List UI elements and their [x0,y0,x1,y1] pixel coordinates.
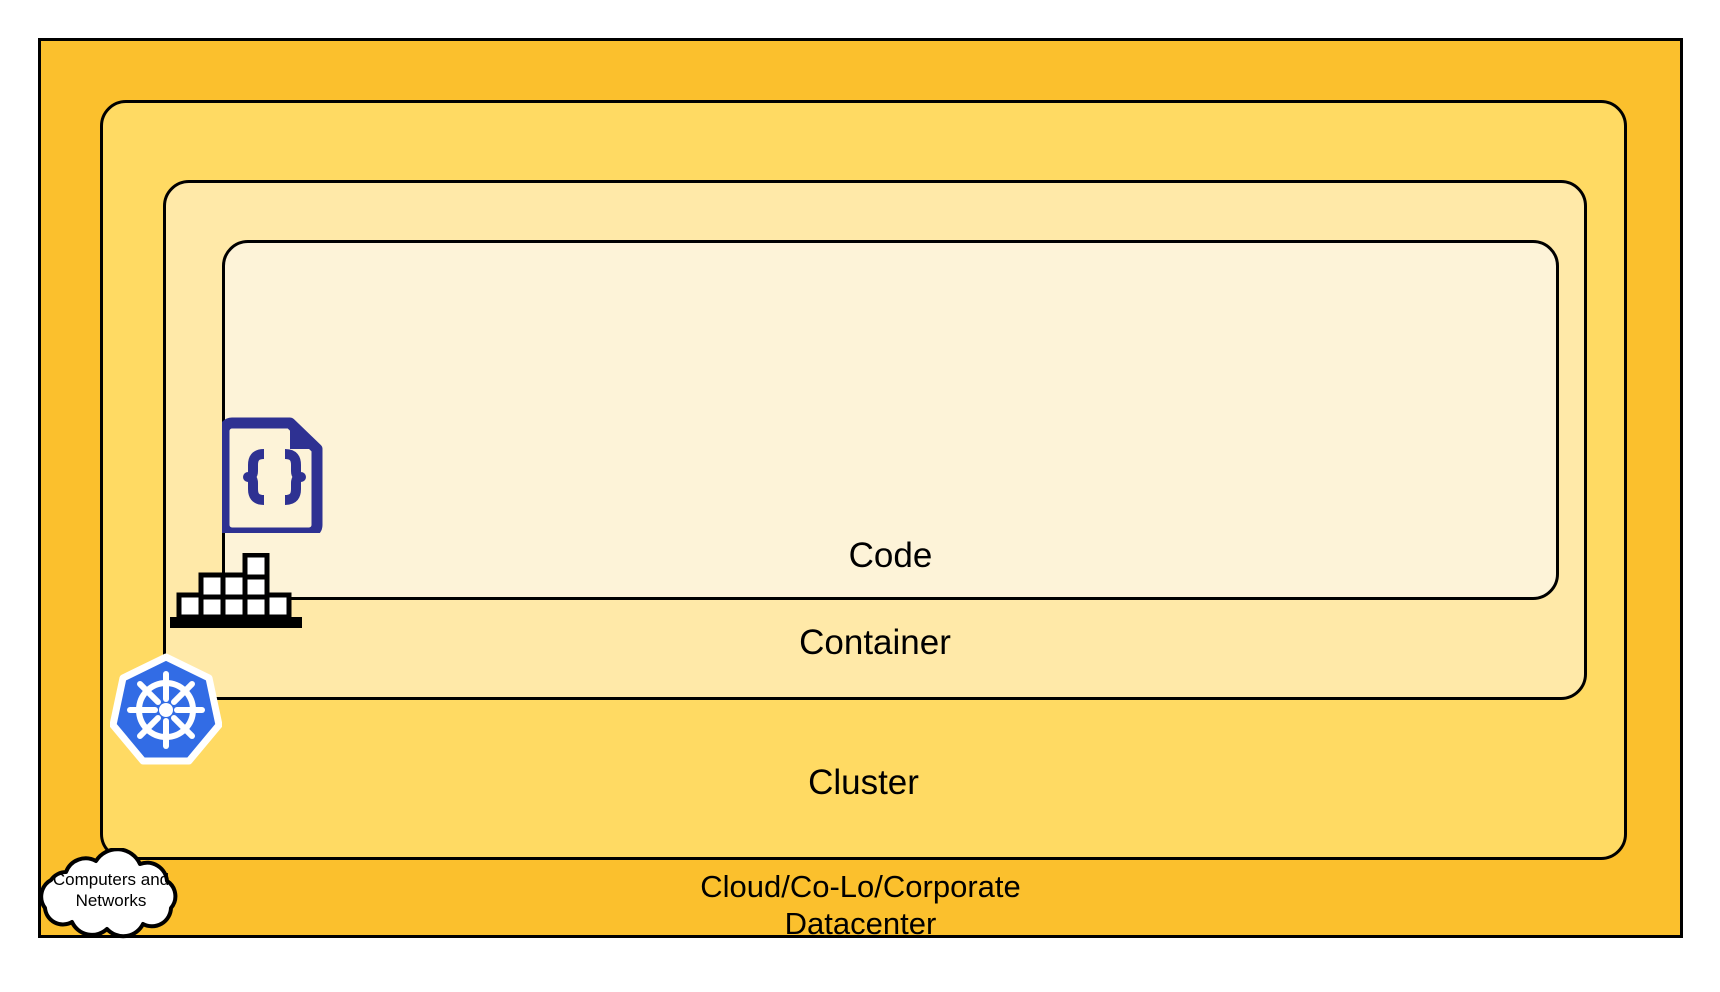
code-document-icon [218,415,327,539]
kubernetes-helm-icon [109,653,223,765]
layer-code [222,240,1559,600]
container-blocks-icon [170,552,302,628]
cloud-shape-icon [22,847,200,940]
